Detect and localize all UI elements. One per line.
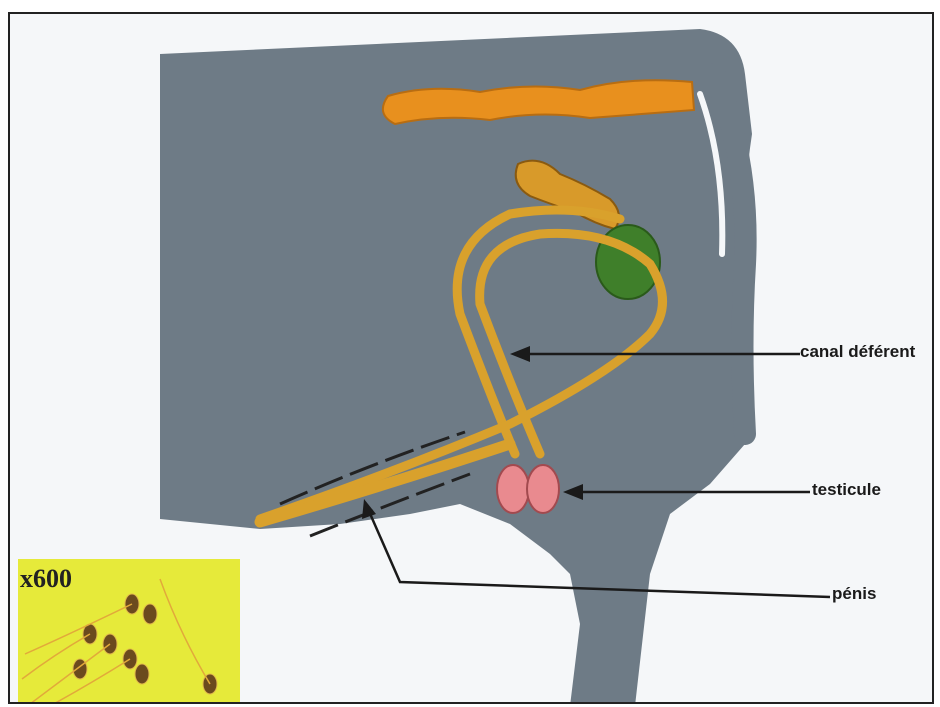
animal-body-silhouette bbox=[160, 29, 752, 704]
label-penis: pénis bbox=[832, 584, 876, 604]
testicle-left bbox=[497, 465, 529, 513]
sperm-cell bbox=[135, 664, 149, 684]
testicle-right bbox=[527, 465, 559, 513]
label-canal-deferent: canal déférent bbox=[800, 342, 915, 362]
sperm-cell bbox=[143, 604, 157, 624]
reproductive-system-diagram bbox=[10, 14, 934, 704]
magnification-label: x600 bbox=[20, 564, 72, 594]
diagram-frame: x600 canal déférent testicule pénis bbox=[8, 12, 934, 704]
label-testicule: testicule bbox=[812, 480, 881, 500]
